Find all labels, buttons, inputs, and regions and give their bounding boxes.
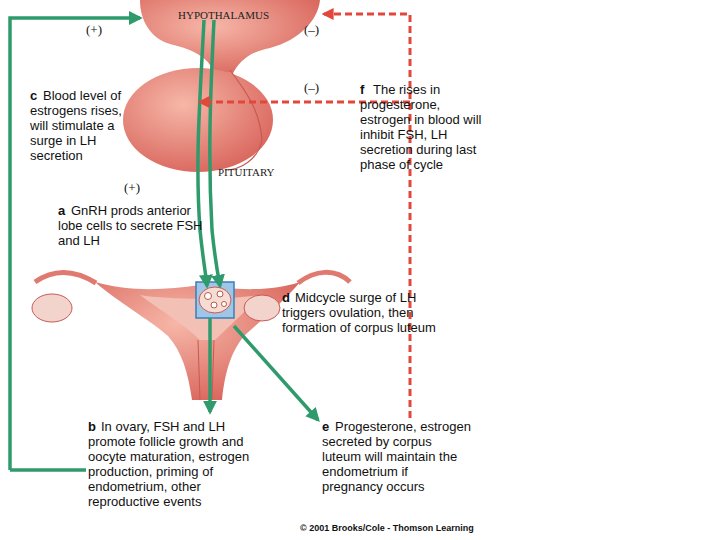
ovary-inset (196, 282, 234, 318)
copyright-note: © 2001 Brooks/Cole - Thomson Learning (300, 521, 474, 536)
callout-text: Midcycle surge of LH triggers ovulation,… (282, 290, 452, 335)
feedback-sign: (+) (124, 180, 140, 195)
feedback-sign: (–) (304, 80, 319, 95)
hypothalamus-label: HYPOTHALAMUS (178, 9, 269, 21)
pituitary-label: PITUITARY (218, 166, 275, 178)
callout-letter: d (282, 290, 290, 305)
left-ovary (32, 294, 72, 322)
hypothalamus-shape (140, 0, 320, 75)
callout-text: In ovary, FSH and LH promote follicle gr… (88, 419, 270, 509)
organ-name: PITUITARY (218, 166, 275, 178)
callout-letter: e (322, 419, 329, 434)
stimulation-arrows (10, 18, 318, 470)
callout-text: Blood level of estrogens rises, will sti… (30, 88, 138, 163)
feedback-sign: (+) (86, 22, 102, 37)
callout-letter: b (88, 419, 96, 434)
callout-letter: c (30, 88, 37, 103)
callout-text: GnRH prods anterior lobe cells to secret… (58, 203, 208, 248)
callout-letter: a (58, 203, 65, 218)
organ-name: HYPOTHALAMUS (178, 9, 269, 21)
feedback-arrows (200, 14, 410, 418)
callout-letter: f (360, 82, 364, 97)
callout-text: Progesterone, estrogen secreted by corpu… (322, 419, 472, 494)
uterus (95, 282, 300, 400)
feedback-sign: (–) (304, 22, 319, 37)
callout-text: The rises in progesterone, estrogen in b… (360, 82, 488, 172)
right-ovary (244, 295, 280, 321)
